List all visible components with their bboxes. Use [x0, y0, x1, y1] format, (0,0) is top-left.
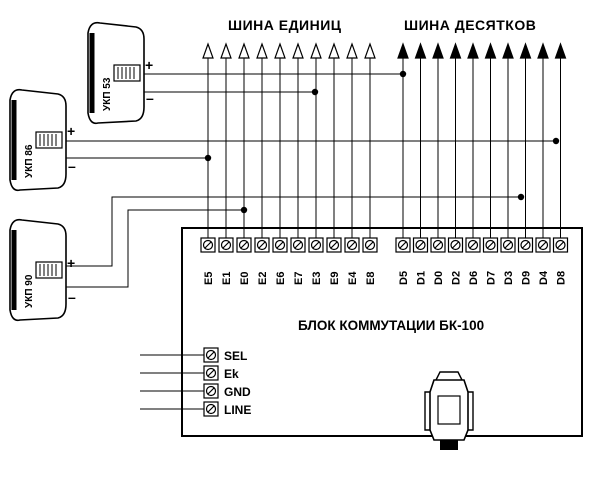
bus-arrow-icon	[519, 42, 532, 59]
ukp90-minus: –	[68, 289, 76, 305]
device-ukp90: УКП 90	[9, 218, 67, 322]
side-terminal	[203, 347, 219, 363]
bus-arrow-icon	[449, 42, 462, 59]
units-terminal-label: E2	[257, 272, 269, 285]
ukp53-minus: –	[146, 90, 154, 106]
device-ukp86: УКП 86	[9, 88, 67, 192]
bus-arrow-icon	[537, 42, 549, 59]
ukp86-plus: +	[67, 123, 75, 139]
units-terminal-label: E1	[221, 272, 233, 285]
device-ukp53: УКП 53	[87, 21, 145, 125]
junction-dot	[517, 193, 525, 201]
units-terminal-label: E5	[203, 272, 215, 285]
tens-terminal	[465, 237, 481, 253]
junction-dot	[240, 206, 248, 214]
units-terminal	[362, 237, 378, 253]
bus-arrow-icon	[364, 42, 376, 59]
ukp86-minus: –	[68, 158, 76, 174]
side-terminal	[203, 383, 219, 399]
ukp53-plus: +	[145, 57, 153, 73]
tens-terminal-label: D3	[503, 271, 515, 285]
device-label: УКП 86	[24, 144, 35, 178]
units-terminal-label: E3	[311, 272, 323, 285]
tens-terminal-label: D0	[433, 271, 445, 285]
junction-dot	[399, 70, 407, 78]
units-terminal	[308, 237, 324, 253]
side-terminal-label: LINE	[224, 403, 251, 417]
side-terminal	[203, 365, 219, 381]
units-terminal-label: E4	[347, 271, 359, 285]
tens-terminal-label: D1	[416, 271, 428, 285]
side-terminal-label: Ek	[224, 367, 239, 381]
tens-terminal	[412, 237, 429, 253]
junction-dot	[204, 154, 212, 162]
units-terminal	[200, 237, 216, 253]
ukp90-plus-wire	[62, 196, 521, 267]
tens-terminal-label: D8	[556, 271, 568, 285]
power-adapter-icon	[424, 371, 474, 450]
tens-terminal-label: D5	[398, 271, 410, 285]
tens-bus-title: ШИНА ДЕСЯТКОВ	[404, 17, 536, 33]
units-terminal	[236, 237, 252, 253]
tens-terminal	[500, 237, 516, 253]
units-terminal	[272, 237, 288, 253]
units-terminal	[344, 237, 360, 253]
units-terminal-label: E6	[275, 272, 287, 285]
units-terminal	[218, 237, 234, 253]
bus-arrow-icon	[346, 42, 358, 59]
units-bus-title: ШИНА ЕДИНИЦ	[228, 17, 342, 33]
tens-terminal	[552, 237, 569, 253]
tens-terminal	[482, 237, 499, 253]
junction-dot	[311, 88, 319, 96]
bus-arrow-icon	[310, 42, 322, 59]
bus-arrow-icon	[484, 42, 497, 59]
tens-terminal	[447, 237, 464, 253]
bus-arrow-icon	[432, 42, 444, 59]
device-label: УКП 90	[24, 274, 35, 308]
tens-terminal-label: D2	[451, 271, 463, 285]
units-terminal-label: E8	[365, 272, 377, 285]
units-terminal	[290, 237, 306, 253]
bus-arrow-icon	[238, 42, 250, 59]
junction-dot	[552, 137, 560, 145]
ukp90-plus: +	[67, 255, 75, 271]
bus-arrow-icon	[256, 42, 268, 59]
units-bus: E5 E1 E0 E2 E6 E7 E3 E9 E4 E8	[200, 42, 378, 285]
tens-terminal-label: D7	[486, 271, 498, 285]
units-terminal	[254, 237, 270, 253]
units-terminal	[326, 237, 342, 253]
tens-terminal-label: D4	[538, 270, 550, 285]
side-terminal	[203, 401, 219, 417]
bus-arrow-icon	[397, 42, 409, 59]
ukp90-minus-wire	[62, 209, 244, 288]
bus-arrow-icon	[292, 42, 304, 59]
tens-bus: D5 D1 D0 D2 D6 D7 D3 D9 D4 D8	[395, 42, 569, 285]
units-terminal-label: E0	[239, 272, 251, 285]
bus-arrow-icon	[220, 42, 232, 59]
bus-arrow-icon	[202, 42, 214, 59]
bus-arrow-icon	[554, 42, 567, 59]
tens-terminal-label: D9	[521, 271, 533, 285]
units-terminal-label: E7	[293, 272, 305, 285]
bus-arrow-icon	[414, 42, 427, 59]
bus-arrow-icon	[467, 42, 479, 59]
bus-arrow-icon	[502, 42, 514, 59]
tens-terminal	[395, 237, 411, 253]
tens-terminal	[430, 237, 446, 253]
device-wires	[62, 73, 556, 288]
tens-terminal	[535, 237, 551, 253]
side-terminal-label: SEL	[224, 349, 247, 363]
device-label: УКП 53	[102, 77, 113, 111]
tens-terminal-label: D6	[468, 271, 480, 285]
units-terminal-label: E9	[329, 272, 341, 285]
tens-terminal	[517, 237, 534, 253]
commutation-block-outline	[181, 227, 583, 437]
junction-dots	[204, 70, 560, 214]
side-terminal-label: GND	[224, 385, 251, 399]
block-title: БЛОК КОММУТАЦИИ БК-100	[298, 318, 484, 333]
bus-arrow-icon	[274, 42, 286, 59]
bus-arrow-icon	[328, 42, 340, 59]
